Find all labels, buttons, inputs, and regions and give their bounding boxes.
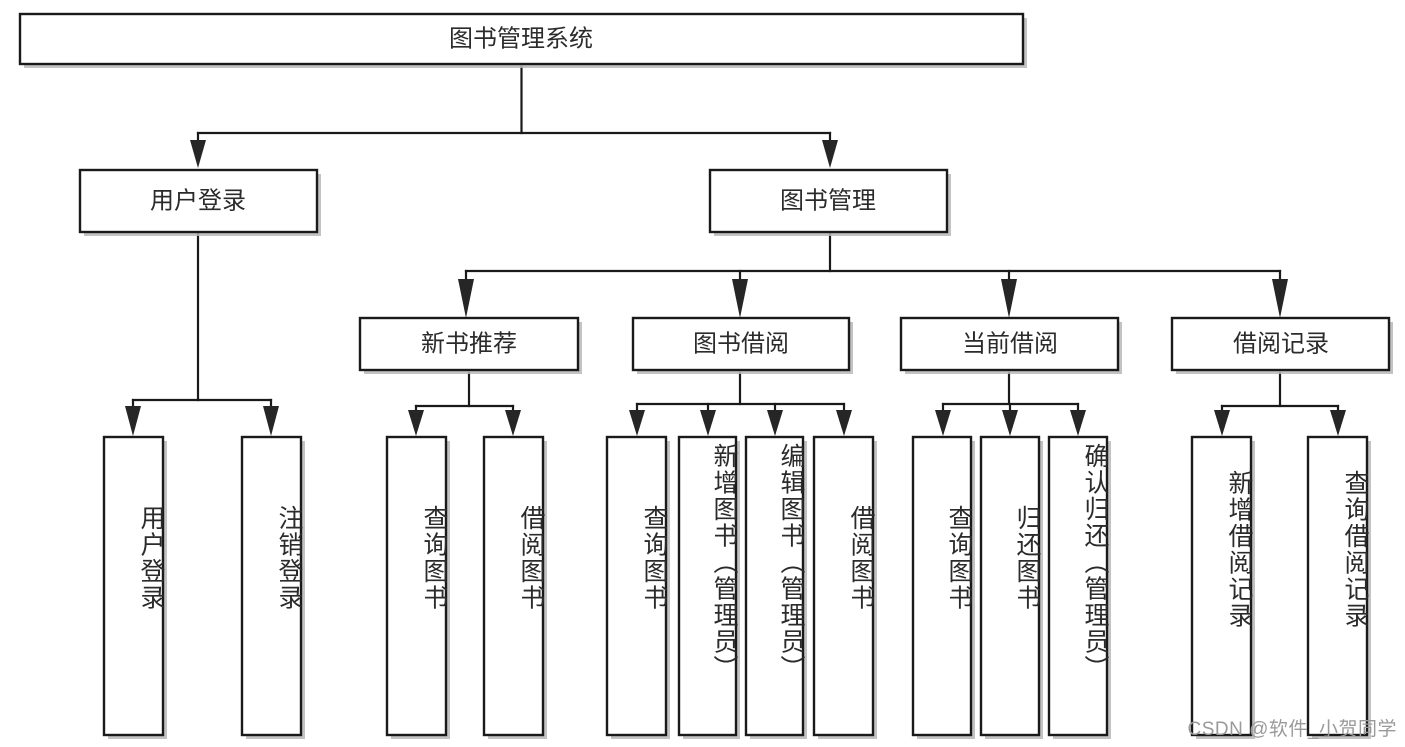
node-label-book-borrow: 图书借阅 (693, 330, 789, 357)
node-box-leaf-book-borrow-2[interactable] (677, 435, 738, 737)
node-label-current-borrow: 当前借阅 (962, 330, 1058, 357)
node-box-leaf-current-borrow-1[interactable] (911, 435, 973, 737)
node-box-leaf-new-book-2[interactable] (482, 435, 545, 737)
node-box-leaf-current-borrow-3[interactable] (1047, 435, 1109, 737)
node-box-leaf-book-borrow-4[interactable] (812, 435, 875, 737)
node-box-new-book-recommend[interactable] (358, 316, 580, 372)
node-layer: 图书管理系统 用户登录 图书管理 新书推荐 图书借阅 当前借阅 借阅记录 (18, 12, 1393, 739)
node-box-leaf-user-login-1[interactable] (102, 435, 165, 737)
arrow-newbook-leaf1 (408, 410, 424, 436)
arrow-currentborrow-leaf1 (935, 410, 951, 436)
node-box-leaf-borrow-record-1[interactable] (1190, 435, 1253, 737)
arrow-currentborrow-leaf3 (1070, 410, 1086, 436)
node-box-borrow-record[interactable] (1170, 316, 1391, 372)
node-box-leaf-current-borrow-2[interactable] (979, 435, 1041, 737)
csdn-watermark: CSDN @软件_小贺同学 (1187, 719, 1397, 740)
arrow-bookborrow-leaf4 (836, 410, 852, 436)
node-box-user-login[interactable] (78, 168, 319, 234)
node-box-leaf-borrow-record-2[interactable] (1306, 435, 1369, 737)
node-label-borrow-record: 借阅记录 (1233, 330, 1329, 357)
arrow-to-book-borrow (732, 279, 748, 318)
arrow-borrowrecord-leaf1 (1214, 410, 1230, 436)
arrow-borrowrecord-leaf2 (1330, 410, 1346, 436)
arrow-to-new-book-recommend (458, 279, 474, 318)
arrow-to-book-management (822, 140, 838, 168)
arrow-bookborrow-leaf3 (767, 410, 783, 436)
arrow-newbook-leaf2 (505, 410, 521, 436)
node-label-new-book-recommend: 新书推荐 (421, 330, 517, 357)
arrow-to-borrow-record (1272, 279, 1288, 318)
arrow-to-user-login (190, 140, 206, 168)
arrow-bookborrow-leaf1 (629, 410, 645, 436)
node-label-root: 图书管理系统 (449, 25, 593, 52)
node-box-book-borrow[interactable] (631, 316, 851, 372)
node-box-leaf-book-borrow-3[interactable] (744, 435, 805, 737)
node-label-user-login: 用户登录 (150, 187, 246, 214)
node-box-book-management[interactable] (708, 168, 949, 234)
arrow-user-login-leaf2 (263, 406, 279, 436)
node-box-leaf-book-borrow-1[interactable] (605, 435, 668, 737)
node-box-current-borrow[interactable] (899, 316, 1120, 372)
arrow-user-login-leaf1 (125, 406, 141, 436)
node-box-root[interactable] (18, 12, 1025, 66)
connector-layer (125, 65, 1346, 436)
node-box-leaf-new-book-1[interactable] (385, 435, 448, 737)
arrow-currentborrow-leaf2 (1002, 410, 1018, 436)
node-box-leaf-user-login-2[interactable] (240, 435, 303, 737)
node-label-book-management: 图书管理 (780, 187, 876, 214)
arrow-to-current-borrow (1001, 279, 1017, 318)
arrow-bookborrow-leaf2 (700, 410, 716, 436)
